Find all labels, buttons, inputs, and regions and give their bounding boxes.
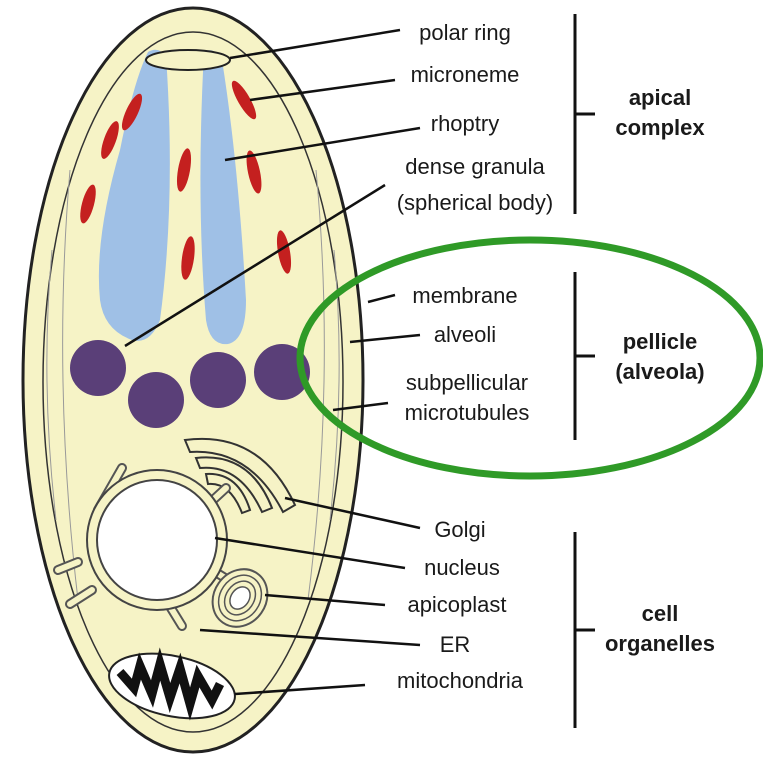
- label-microneme: microneme: [400, 62, 530, 88]
- polar-ring: [146, 50, 230, 70]
- label-polar-ring: polar ring: [405, 20, 525, 46]
- dense-granule-1: [70, 340, 126, 396]
- group-complex: complex: [600, 114, 720, 142]
- group-apical: apical: [600, 84, 720, 112]
- dense-granule-2: [128, 372, 184, 428]
- label-dense-granula: dense granula: [390, 154, 560, 180]
- label-spherical-body: (spherical body): [385, 190, 565, 216]
- label-apicoplast: apicoplast: [392, 592, 522, 618]
- dense-granule-3: [190, 352, 246, 408]
- group-alveola: (alveola): [600, 358, 720, 386]
- group-brackets: [575, 14, 595, 728]
- group-cell: cell: [600, 600, 720, 628]
- group-pellicle: pellicle: [600, 328, 720, 356]
- label-er: ER: [430, 632, 480, 658]
- label-microtubules: microtubules: [392, 400, 542, 426]
- label-alveoli: alveoli: [425, 322, 505, 348]
- label-subpellicular: subpellicular: [392, 370, 542, 396]
- label-membrane: membrane: [400, 283, 530, 309]
- label-rhoptry: rhoptry: [420, 111, 510, 137]
- label-golgi: Golgi: [425, 517, 495, 543]
- nucleus: [97, 480, 217, 600]
- label-nucleus: nucleus: [412, 555, 512, 581]
- group-organelles: organelles: [590, 630, 730, 658]
- label-mitochondria: mitochondria: [375, 668, 545, 694]
